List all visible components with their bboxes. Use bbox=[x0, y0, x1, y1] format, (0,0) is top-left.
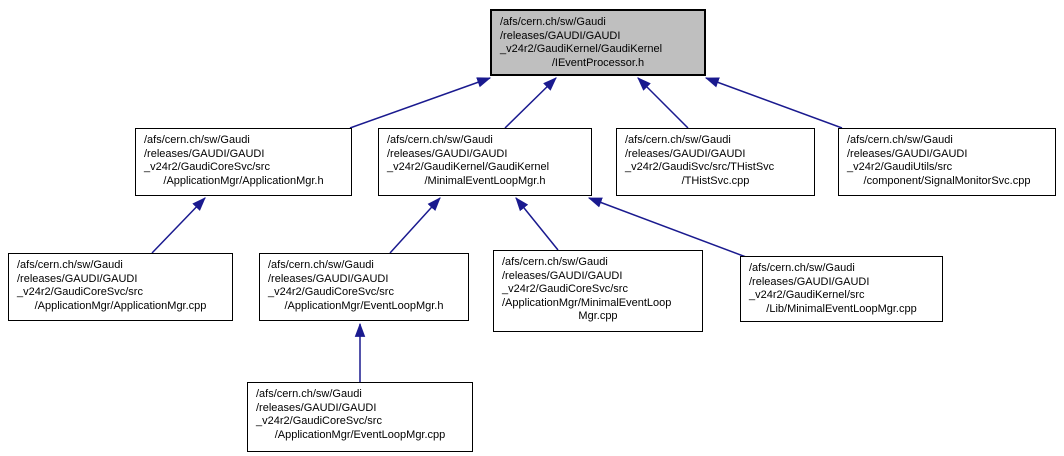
graph-node-eventloopmgr-h[interactable]: /afs/cern.ch/sw/Gaudi /releases/GAUDI/GA… bbox=[259, 253, 469, 321]
path-line: /releases/GAUDI/GAUDI bbox=[749, 275, 870, 288]
path-line: /releases/GAUDI/GAUDI bbox=[144, 147, 265, 160]
path-line: /releases/GAUDI/GAUDI bbox=[387, 147, 508, 160]
path-line: /afs/cern.ch/sw/Gaudi bbox=[500, 16, 606, 28]
path-line: Mgr.cpp bbox=[578, 310, 618, 322]
path-line: /THistSvc.cpp bbox=[681, 174, 750, 187]
path-line: _v24r2/GaudiCoreSvc/src bbox=[256, 415, 382, 427]
path-line: /afs/cern.ch/sw/Gaudi bbox=[502, 256, 608, 268]
edge-minimaleventloopmgr-h-to-ieventprocessor-h bbox=[504, 77, 557, 129]
path-line: /releases/GAUDI/GAUDI bbox=[500, 29, 621, 42]
path-line: _v24r2/GaudiKernel/GaudiKernel bbox=[387, 161, 550, 173]
path-line: _v24r2/GaudiKernel/GaudiKernel bbox=[500, 43, 663, 55]
graph-node-applicationmgr-cpp[interactable]: /afs/cern.ch/sw/Gaudi /releases/GAUDI/GA… bbox=[8, 253, 233, 321]
graph-node-thistsvc-cpp[interactable]: /afs/cern.ch/sw/Gaudi /releases/GAUDI/GA… bbox=[616, 128, 815, 196]
path-line: /afs/cern.ch/sw/Gaudi bbox=[256, 388, 362, 400]
path-line: /afs/cern.ch/sw/Gaudi bbox=[387, 134, 493, 146]
path-line: _v24r2/GaudiCoreSvc/src bbox=[144, 161, 270, 173]
path-line: /afs/cern.ch/sw/Gaudi bbox=[625, 134, 731, 146]
graph-node-applicationmgr-h[interactable]: /afs/cern.ch/sw/Gaudi /releases/GAUDI/GA… bbox=[135, 128, 352, 196]
path-line: /ApplicationMgr/MinimalEventLoop bbox=[502, 296, 672, 309]
path-line: /afs/cern.ch/sw/Gaudi bbox=[144, 134, 250, 146]
path-line: _v24r2/GaudiCoreSvc/src bbox=[502, 283, 628, 295]
path-line: _v24r2/GaudiKernel/src bbox=[749, 289, 865, 301]
path-line: /ApplicationMgr/EventLoopMgr.cpp bbox=[274, 428, 446, 441]
path-line: /releases/GAUDI/GAUDI bbox=[502, 269, 623, 282]
graph-node-minimaleventloopmgr-cpp[interactable]: /afs/cern.ch/sw/Gaudi /releases/GAUDI/GA… bbox=[493, 250, 703, 332]
path-line: /afs/cern.ch/sw/Gaudi bbox=[268, 259, 374, 271]
path-line: _v24r2/GaudiCoreSvc/src bbox=[17, 286, 143, 298]
path-line: /releases/GAUDI/GAUDI bbox=[17, 272, 138, 285]
path-line: _v24r2/GaudiCoreSvc/src bbox=[268, 286, 394, 298]
path-line: /MinimalEventLoopMgr.h bbox=[424, 174, 546, 187]
path-line: /component/SignalMonitorSvc.cpp bbox=[863, 174, 1031, 187]
graph-node-eventloopmgr-cpp[interactable]: /afs/cern.ch/sw/Gaudi /releases/GAUDI/GA… bbox=[247, 382, 473, 452]
path-line: /afs/cern.ch/sw/Gaudi bbox=[749, 262, 855, 274]
path-line: /releases/GAUDI/GAUDI bbox=[847, 147, 968, 160]
path-line: /releases/GAUDI/GAUDI bbox=[268, 272, 389, 285]
path-line: /ApplicationMgr/EventLoopMgr.h bbox=[284, 299, 444, 312]
graph-node-lib-minimaleventloopmgr-cpp[interactable]: /afs/cern.ch/sw/Gaudi /releases/GAUDI/GA… bbox=[740, 256, 943, 322]
path-line: _v24r2/GaudiSvc/src/THistSvc bbox=[625, 161, 775, 173]
edge-signalmonitorsvc-cpp-to-ieventprocessor-h bbox=[704, 77, 843, 129]
edge-thistsvc-cpp-to-ieventprocessor-h bbox=[637, 77, 689, 129]
edge-lib-minimaleventloopmgr-cpp-to-minimaleventloopmgr-h bbox=[587, 197, 747, 258]
graph-node-minimaleventloopmgr-h[interactable]: /afs/cern.ch/sw/Gaudi /releases/GAUDI/GA… bbox=[378, 128, 592, 196]
edge-minimaleventloopmgr-cpp-to-minimaleventloopmgr-h bbox=[515, 197, 559, 251]
path-line: /ApplicationMgr/ApplicationMgr.h bbox=[163, 174, 324, 187]
path-line: /ApplicationMgr/ApplicationMgr.cpp bbox=[34, 299, 207, 312]
path-line: /releases/GAUDI/GAUDI bbox=[625, 147, 746, 160]
graph-node-signalmonitorsvc-cpp[interactable]: /afs/cern.ch/sw/Gaudi /releases/GAUDI/GA… bbox=[838, 128, 1056, 196]
edge-applicationmgr-h-to-ieventprocessor-h bbox=[349, 77, 492, 129]
graph-node-ieventprocessor-h: /afs/cern.ch/sw/Gaudi /releases/GAUDI/GA… bbox=[490, 9, 706, 76]
path-line: /Lib/MinimalEventLoopMgr.cpp bbox=[766, 302, 917, 315]
path-line: /releases/GAUDI/GAUDI bbox=[256, 401, 377, 414]
path-line: /afs/cern.ch/sw/Gaudi bbox=[847, 134, 953, 146]
path-line: /IEventProcessor.h bbox=[551, 56, 645, 69]
path-line: _v24r2/GaudiUtils/src bbox=[847, 161, 953, 173]
edge-applicationmgr-cpp-to-applicationmgr-h bbox=[151, 197, 206, 254]
path-line: /afs/cern.ch/sw/Gaudi bbox=[17, 259, 123, 271]
edge-eventloopmgr-h-to-minimaleventloopmgr-h bbox=[389, 197, 441, 254]
